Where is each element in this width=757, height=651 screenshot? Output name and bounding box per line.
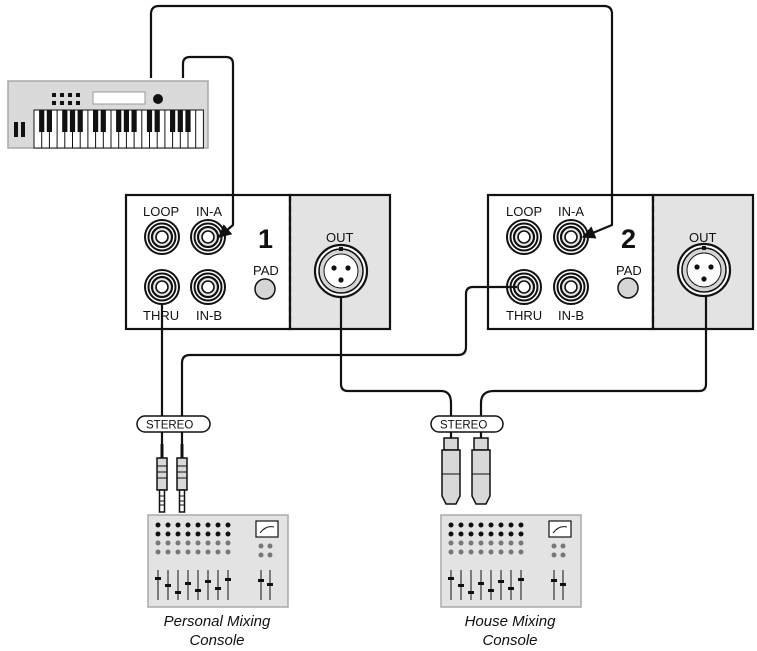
di-box-number: 1 xyxy=(258,224,273,254)
cable-box2-out-to-house xyxy=(479,296,708,440)
keyboard-keys xyxy=(33,109,204,149)
stereo-tag-left: STEREO xyxy=(136,415,211,433)
in-a-jack[interactable] xyxy=(552,218,590,256)
stereo-tag-right: STEREO xyxy=(430,415,504,433)
di-box-2: LOOP IN-A THRU IN-B 2 PAD OUT xyxy=(486,193,755,331)
personal-console-caption-line2: Console xyxy=(189,632,244,649)
pad-button[interactable] xyxy=(617,277,639,299)
in-a-label: IN-A xyxy=(558,204,584,219)
keyboard-synth-icon xyxy=(7,80,209,149)
in-b-jack[interactable] xyxy=(552,268,590,306)
loop-jack[interactable] xyxy=(143,218,181,256)
personal-console-caption-line1: Personal Mixing xyxy=(164,613,271,630)
out-label: OUT xyxy=(689,230,717,245)
cable-keyboard-to-box2 xyxy=(149,4,614,239)
xlr-plug-icon xyxy=(441,437,461,505)
cable-box2-thru-to-personal xyxy=(180,285,517,464)
thru-jack[interactable] xyxy=(143,268,181,306)
house-console-caption-line2: Console xyxy=(482,632,537,649)
cable-box1-out-to-house xyxy=(339,296,453,440)
trs-plug-icon xyxy=(176,443,188,513)
thru-label: THRU xyxy=(506,308,542,323)
out-label: OUT xyxy=(326,230,354,245)
in-b-label: IN-B xyxy=(196,308,222,323)
mixing-console-icon xyxy=(440,514,582,608)
di-box-number: 2 xyxy=(621,224,636,254)
mixing-console-icon xyxy=(147,514,289,608)
loop-jack[interactable] xyxy=(505,218,543,256)
pad-label: PAD xyxy=(616,263,642,278)
xlr-out-connector[interactable] xyxy=(313,243,369,299)
di-box-1: LOOP IN-A THRU IN-B 1 PAD OUT xyxy=(124,193,392,331)
in-b-jack[interactable] xyxy=(189,268,227,306)
xlr-out-connector[interactable] xyxy=(676,242,732,298)
trs-plug-icon xyxy=(156,443,168,513)
keyboard-knob xyxy=(153,94,163,104)
keyboard-grid-buttons xyxy=(52,93,80,105)
cables xyxy=(149,4,708,464)
house-console-caption-line1: House Mixing xyxy=(465,613,557,630)
in-b-label: IN-B xyxy=(558,308,584,323)
keyboard-display xyxy=(92,91,146,105)
in-a-label: IN-A xyxy=(196,204,222,219)
cable-keyboard-to-box1 xyxy=(181,55,235,238)
pad-label: PAD xyxy=(253,263,279,278)
loop-label: LOOP xyxy=(506,204,542,219)
loop-label: LOOP xyxy=(143,204,179,219)
pad-button[interactable] xyxy=(254,278,276,300)
stereo-label: STEREO xyxy=(146,420,193,432)
xlr-plug-icon xyxy=(471,437,491,505)
stereo-label: STEREO xyxy=(440,420,487,432)
